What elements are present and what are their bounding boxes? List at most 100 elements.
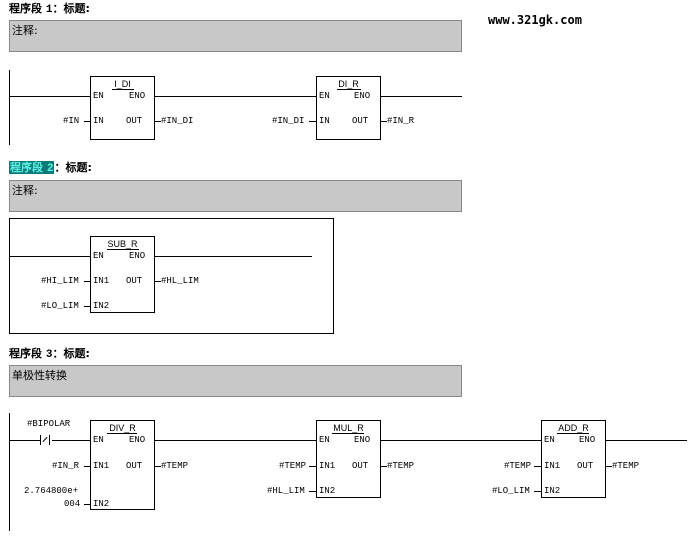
block-mul-r-name: MUL_R — [333, 423, 364, 433]
block-add-r-in1: IN1 — [544, 461, 561, 471]
network-3-prefix: 程序段 — [9, 347, 42, 360]
network-2-title[interactable]: 程序段 2：标题: — [9, 159, 92, 175]
block-sub-r-eno: ENO — [129, 251, 146, 261]
block-i-di-in: IN — [93, 116, 104, 126]
block-add-r-out: OUT — [577, 461, 594, 471]
block-mul-r-in2: IN2 — [319, 486, 336, 496]
operand-div-in1[interactable]: #IN_R — [52, 461, 80, 471]
operand-in-r-out-wire — [381, 121, 387, 122]
operand-in[interactable]: #IN — [63, 116, 80, 126]
operand-add-out[interactable]: #TEMP — [612, 461, 640, 471]
block-i-di-out: OUT — [126, 116, 143, 126]
operand-add-in1[interactable]: #TEMP — [504, 461, 532, 471]
network-3-comment[interactable]: 单极性转换 — [9, 365, 462, 397]
operand-in-di-in[interactable]: #IN_DI — [272, 116, 305, 126]
block-mul-r-out: OUT — [352, 461, 369, 471]
block-di-r-name-underline — [337, 89, 361, 90]
operand-div-in2-wire — [84, 504, 90, 505]
block-add-r-in2: IN2 — [544, 486, 561, 496]
operand-in-di-out[interactable]: #IN_DI — [161, 116, 194, 126]
operand-lo-lim[interactable]: #LO_LIM — [41, 301, 79, 311]
operand-in-r-out[interactable]: #IN_R — [387, 116, 415, 126]
network-1-number: 1 — [45, 4, 53, 16]
operand-div-in1-wire — [84, 466, 90, 467]
block-div-r-out: OUT — [126, 461, 143, 471]
block-sub-r-out: OUT — [126, 276, 143, 286]
block-add-r-en: EN — [544, 435, 555, 445]
network-3-suffix: ：标题: — [52, 347, 90, 360]
operand-div-in2-line2[interactable]: 004 — [64, 499, 81, 509]
network-3-add-eno-wire — [605, 440, 687, 441]
operand-lo-lim-wire — [84, 306, 90, 307]
operand-in-di-out-wire — [155, 121, 161, 122]
operand-add-in1-wire — [534, 466, 541, 467]
contact-bipolar-label: #BIPOLAR — [27, 419, 71, 429]
operand-mul-in1[interactable]: #TEMP — [279, 461, 307, 471]
network-2-selection-frame — [9, 218, 334, 334]
network-3-rail-wire — [9, 440, 40, 441]
operand-mul-in2[interactable]: #HL_LIM — [267, 486, 305, 496]
block-sub-r-name-underline — [107, 249, 139, 250]
operand-in-di-in-wire — [309, 121, 316, 122]
network-2-number: 2 — [46, 163, 54, 175]
block-div-r-name-underline — [107, 433, 137, 434]
block-mul-r-in1: IN1 — [319, 461, 336, 471]
block-div-r[interactable] — [90, 420, 155, 510]
block-di-r-en: EN — [319, 91, 330, 101]
network-3-mul-eno-wire — [380, 440, 542, 441]
network-3-power-rail — [9, 413, 10, 531]
operand-div-in2-line1[interactable]: 2.764800e+ — [24, 486, 79, 496]
block-i-di-name-underline — [112, 89, 134, 90]
network-2-prefix: 程序段 — [10, 161, 43, 174]
network-1-en-wire — [9, 96, 91, 97]
watermark: www.321gk.com — [488, 13, 582, 27]
block-mul-r-eno: ENO — [354, 435, 371, 445]
block-di-r-eno: ENO — [354, 91, 371, 101]
network-1-prefix: 程序段 — [9, 2, 42, 15]
block-div-r-en: EN — [93, 435, 104, 445]
block-div-r-name: DIV_R — [109, 423, 136, 433]
normally-closed-contact-icon[interactable] — [38, 435, 52, 445]
network-3-contact-wire — [52, 440, 91, 441]
block-sub-r[interactable] — [90, 236, 155, 313]
network-1-title[interactable]: 程序段 1：标题: — [9, 0, 90, 16]
block-sub-r-in1: IN1 — [93, 276, 110, 286]
operand-add-out-wire — [606, 466, 612, 467]
network-1-eno-wire — [154, 96, 316, 97]
network-2-en-wire — [9, 256, 91, 257]
network-2-suffix: ：标题: — [54, 161, 92, 174]
network-3-title[interactable]: 程序段 3：标题: — [9, 345, 90, 361]
operand-mul-out-wire — [381, 466, 387, 467]
operand-hl-lim[interactable]: #HL_LIM — [161, 276, 199, 286]
block-div-r-in2: IN2 — [93, 499, 110, 509]
network-3-div-eno-wire — [155, 440, 316, 441]
operand-div-out[interactable]: #TEMP — [161, 461, 189, 471]
operand-div-out-wire — [155, 466, 161, 467]
block-sub-r-name: SUB_R — [107, 239, 138, 249]
operand-in-wire — [84, 121, 90, 122]
operand-mul-in1-wire — [309, 466, 316, 467]
network-2-comment[interactable]: 注释: — [9, 180, 462, 212]
operand-hi-lim[interactable]: #HI_LIM — [41, 276, 79, 286]
block-mul-r-en: EN — [319, 435, 330, 445]
block-add-r-name: ADD_R — [558, 423, 589, 433]
operand-mul-in2-wire — [309, 491, 316, 492]
operand-add-in2[interactable]: #LO_LIM — [492, 486, 530, 496]
operand-hl-lim-wire — [155, 281, 161, 282]
block-di-r-out: OUT — [352, 116, 369, 126]
block-mul-r-name-underline — [332, 433, 364, 434]
network-1-suffix: ：标题: — [52, 2, 90, 15]
block-di-r-name: DI_R — [338, 79, 359, 89]
block-add-r-eno: ENO — [579, 435, 596, 445]
block-i-di-eno: ENO — [129, 91, 146, 101]
block-sub-r-en: EN — [93, 251, 104, 261]
network-2-eno-wire — [155, 256, 312, 257]
block-sub-r-in2: IN2 — [93, 301, 110, 311]
block-add-r-name-underline — [557, 433, 589, 434]
block-i-di-name: I_DI — [114, 79, 131, 89]
network-1-comment[interactable]: 注释: — [9, 20, 462, 52]
block-di-r[interactable] — [316, 76, 381, 140]
block-div-r-eno: ENO — [129, 435, 146, 445]
operand-mul-out[interactable]: #TEMP — [387, 461, 415, 471]
block-i-di[interactable] — [90, 76, 155, 140]
